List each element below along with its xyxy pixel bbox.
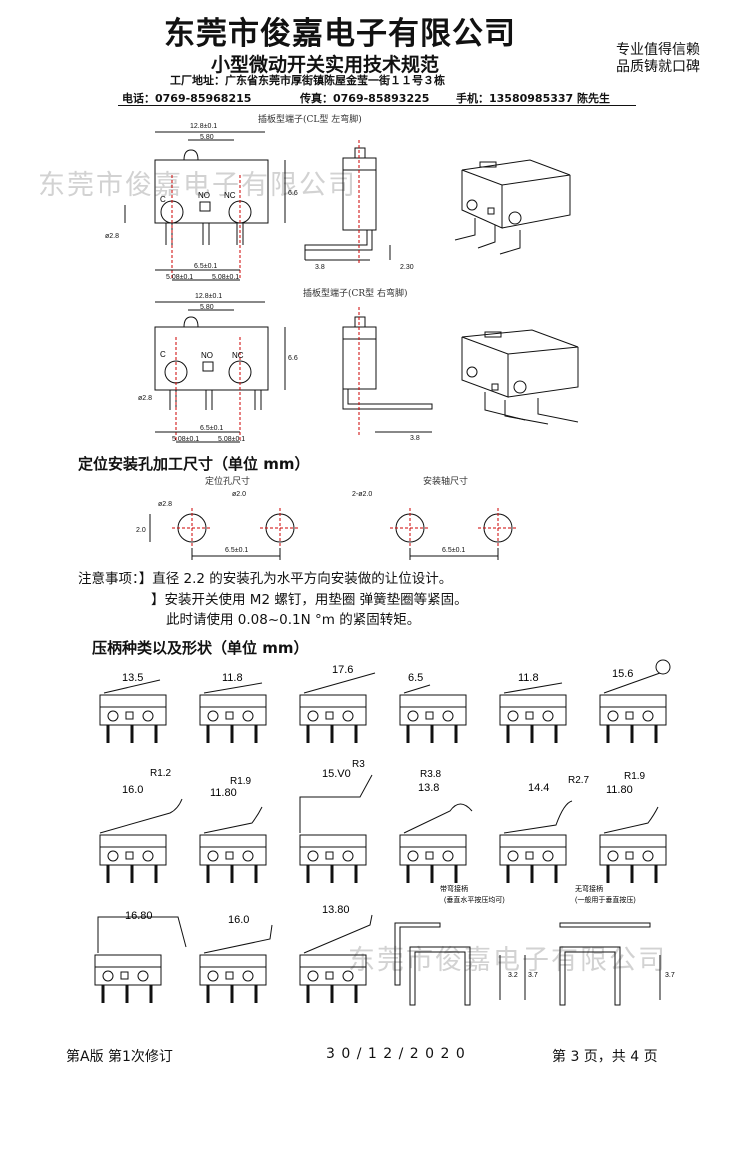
hole-height: 2.0	[136, 527, 146, 534]
cr-inner-dim: 5.80	[200, 304, 214, 311]
lever-r2-5: 14.4	[528, 782, 549, 794]
cl-front-view	[124, 131, 286, 281]
lever-row-1	[98, 659, 671, 745]
cr-pin-c: C	[160, 350, 166, 359]
cl-pitch-1b: 5.08±0.1	[212, 274, 239, 281]
lever-r2-rad-4: R3.8	[420, 769, 442, 780]
footer-version: 第A版 第1次修订	[66, 1049, 173, 1065]
lever-r1-6: 15.6	[612, 668, 633, 680]
lever-heading: 压柄种类以及形状（单位 mm）	[92, 639, 309, 657]
cr-caption: 插板型端子(CR型 右弯脚)	[303, 289, 408, 299]
cl-pitch-1a: 5.08±0.1	[166, 274, 193, 281]
cl-height-dim: 6.6	[288, 190, 298, 197]
cr-height-dim: 6.6	[288, 355, 298, 362]
cr-pitch-1b: 5.08±0.1	[218, 436, 245, 443]
lever-r2-1: 16.0	[122, 784, 143, 796]
cr-iso-view	[461, 329, 579, 425]
lever-r2-3: 15.V0	[322, 768, 351, 780]
cl-pitch-2: 6.5±0.1	[194, 263, 217, 270]
detail-1-caption: 带弯接柄	[440, 884, 468, 893]
cl-side-view	[304, 140, 391, 265]
lever-r2-6: 11.80	[606, 784, 633, 796]
note-line-1: 注意事项：】直径 2.2 的安装孔为水平方向安装做的让位设计。	[78, 567, 452, 587]
lever-r2-2: 11.80	[210, 787, 237, 799]
axis-caption: 安装轴尺寸	[423, 477, 469, 487]
lever-r2-rad-6: R1.9	[624, 771, 646, 782]
watermark-top: 东莞市俊嘉电子有限公司	[38, 170, 357, 201]
lever-r3-1: 16.80	[125, 910, 153, 922]
detail-1-sub: (垂直水平按压均可)	[444, 895, 505, 904]
cr-side-dim-1: 3.8	[410, 435, 420, 442]
phone: 电话：0769-85968215	[122, 92, 252, 105]
lever-detail-2	[559, 922, 661, 1006]
cr-front-view	[154, 301, 286, 443]
lever-r2-rad-3: R3	[352, 759, 365, 770]
hole-spacing-a: 6.5±0.1	[225, 547, 248, 554]
cl-pin-no: NO	[198, 191, 210, 200]
lever-r1-2: 11.8	[222, 672, 243, 684]
lever-detail-1	[394, 922, 526, 1006]
watermark-bottom: 东莞市俊嘉电子有限公司	[348, 945, 667, 976]
note-line-2: 】安装开关使用 M2 螺钉，用垫圈 弹簧垫圈等紧固。	[151, 592, 468, 608]
detail-2-sub: (一般用于垂直按压)	[575, 895, 636, 904]
lever-row-3	[93, 914, 373, 1005]
factory-address: 工厂地址：广东省东莞市厚街镇陈屋金莹一街１１号３栋	[170, 74, 445, 87]
cr-pitch-2: 6.5±0.1	[200, 425, 223, 432]
cl-side-dim-1: 3.8	[315, 264, 325, 271]
detail-2-dim: 3.7	[665, 972, 675, 979]
cl-pin-c: C	[160, 195, 166, 204]
company-title: 东莞市俊嘉电子有限公司	[164, 16, 516, 52]
document-title: 小型微动开关实用技术规范	[210, 54, 439, 76]
cl-pin-nc: NC	[224, 191, 236, 200]
cr-pin-nc: NC	[232, 351, 244, 360]
lever-r3-2: 16.0	[228, 914, 249, 926]
hole-dim-a: ø2.8	[158, 501, 172, 508]
cr-side-view	[342, 307, 433, 437]
fax: 传真：0769-85893225	[300, 92, 430, 105]
cl-iso-view	[454, 159, 571, 255]
lever-r1-5: 11.8	[518, 672, 539, 684]
cl-side-dim-2: 2.30	[400, 264, 414, 271]
hole-dim-b: ø2.0	[232, 491, 246, 498]
mount-heading: 定位安装孔加工尺寸（单位 mm）	[78, 455, 310, 473]
lever-drawings: 13.5 11.8 17.6 6.5 11.8 15.6 R1.2 16.0 R…	[93, 659, 675, 1006]
lever-r1-4: 6.5	[408, 672, 423, 684]
cl-hole-dim: ø2.8	[105, 233, 119, 240]
lever-r1-1: 13.5	[122, 672, 143, 684]
cr-drawings: 12.8±0.1 5.80 C NO NC ø2.8 6.5±0.1 5.08±…	[138, 293, 579, 443]
mobile: 手机：13580985337 陈先生	[456, 92, 611, 105]
lever-r1-3: 17.6	[332, 664, 353, 676]
cr-width-dim: 12.8±0.1	[195, 293, 222, 300]
cr-pitch-1a: 5.08±0.1	[172, 436, 199, 443]
footer-page: 第 3 页，共 4 页	[552, 1049, 658, 1065]
cl-width-dim: 12.8±0.1	[190, 123, 217, 130]
slogan: 专业值得信赖 品质铸就口碑	[616, 42, 700, 76]
lever-r3-3: 13.80	[322, 904, 350, 916]
detail-1-dim: 3.2	[508, 972, 518, 979]
hole-caption: 定位孔尺寸	[205, 477, 251, 487]
lever-r2-rad-1: R1.2	[150, 768, 172, 779]
note-text-1: 】直径 2.2 的安装孔为水平方向安装做的让位设计。	[138, 571, 453, 587]
lever-r2-rad-2: R1.9	[230, 776, 252, 787]
note-line-3: 此时请使用 0.08~0.1N °m 的紧固转矩。	[166, 612, 421, 628]
cl-inner-dim: 5.80	[200, 134, 214, 141]
cl-drawings: 12.8±0.1 5.80 C NO NC ø2.8 6.5±0.1 5.08±…	[105, 123, 571, 281]
lever-row-2	[98, 774, 668, 885]
cr-pin-no: NO	[201, 351, 213, 360]
hole-dim-c: 2-ø2.0	[352, 491, 372, 498]
detail-2-caption: 无弯接柄	[575, 884, 603, 893]
mount-hole-drawing: ø2.8 ø2.0 2-ø2.0 2.0 6.5±0.1 6.5±0.1	[136, 491, 518, 560]
detail-1-dim2: 3.7	[528, 972, 538, 979]
hole-spacing-b: 6.5±0.1	[442, 547, 465, 554]
cr-hole-dim: ø2.8	[138, 395, 152, 402]
lever-r2-4: 13.8	[418, 782, 439, 794]
header-rule	[118, 105, 636, 106]
cl-caption: 插板型端子(CL型 左弯脚)	[258, 115, 362, 125]
slogan-line-1: 专业值得信赖	[616, 42, 700, 58]
lever-r2-rad-5: R2.7	[568, 775, 590, 786]
slogan-line-2: 品质铸就口碑	[616, 59, 700, 75]
footer-date: 3 0 / 1 2 / 2 0 2 0	[326, 1046, 466, 1062]
note-label: 注意事项：	[78, 571, 139, 587]
